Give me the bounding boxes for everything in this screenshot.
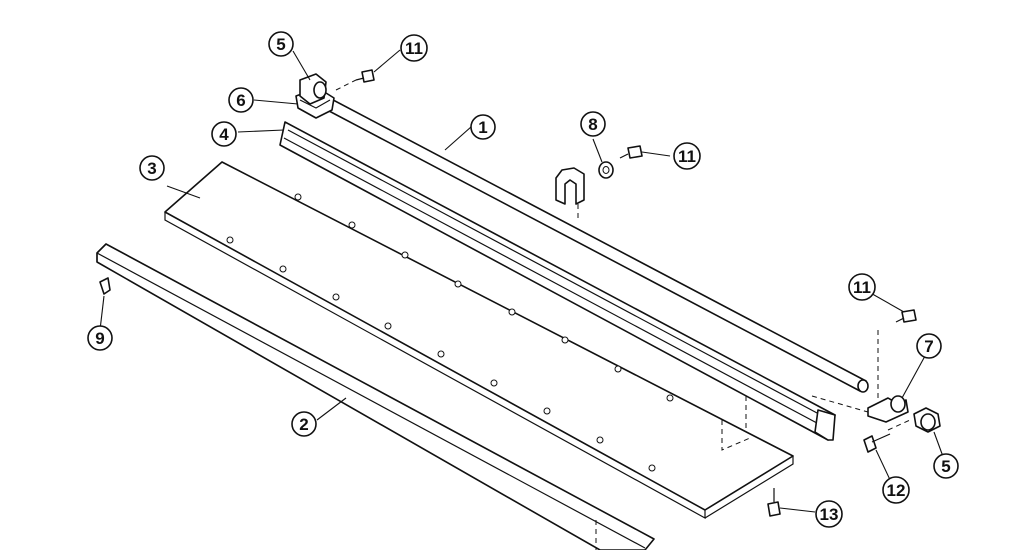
screw-part-11-right [895,309,917,323]
callout-5-left: 5 [268,31,294,57]
callout-4: 4 [211,121,237,147]
collar-part-5-left [299,73,327,105]
svg-text:6: 6 [236,91,245,110]
svg-text:5: 5 [941,457,950,476]
svg-text:3: 3 [147,159,156,178]
leader-lines [99,49,946,513]
screw-part-11-middle [619,145,643,159]
plate-holes [226,193,674,472]
callout-12: 12 [882,476,910,504]
callout-5-right: 5 [933,453,959,479]
callout-7: 7 [916,333,942,359]
channel-rail-part-4 [279,121,836,441]
callout-8: 8 [580,111,606,137]
svg-text:11: 11 [678,147,696,166]
svg-text:1: 1 [478,118,487,137]
callout-1: 1 [470,114,496,140]
callout-11-top: 11 [400,34,428,62]
svg-text:9: 9 [95,329,104,348]
svg-text:4: 4 [219,125,229,144]
callout-13: 13 [815,500,843,528]
square-bar-part-2 [96,243,655,550]
svg-text:12: 12 [887,481,906,500]
callout-3: 3 [139,155,165,181]
svg-text:2: 2 [299,415,308,434]
svg-text:11: 11 [405,39,423,58]
plate-part-3 [164,161,794,520]
callout-9: 9 [87,325,113,351]
end-bracket-part-7 [867,395,909,423]
svg-text:8: 8 [588,115,597,134]
washer-part-8 [598,161,614,179]
screw-part-13 [767,488,781,517]
assembly-lines [335,79,911,550]
bracket-part-8 [555,167,585,205]
svg-text:7: 7 [924,337,933,356]
clip-part-9 [99,277,111,295]
svg-text:11: 11 [853,278,871,297]
svg-text:13: 13 [820,505,839,524]
callout-11-right: 11 [848,273,876,301]
svg-text:5: 5 [276,35,285,54]
callout-11-middle: 11 [673,142,701,170]
callout-6: 6 [228,87,254,113]
callout-2: 2 [291,411,317,437]
screw-part-11-top [355,69,375,83]
collar-part-5-right [913,407,941,433]
screw-part-12 [863,433,891,453]
